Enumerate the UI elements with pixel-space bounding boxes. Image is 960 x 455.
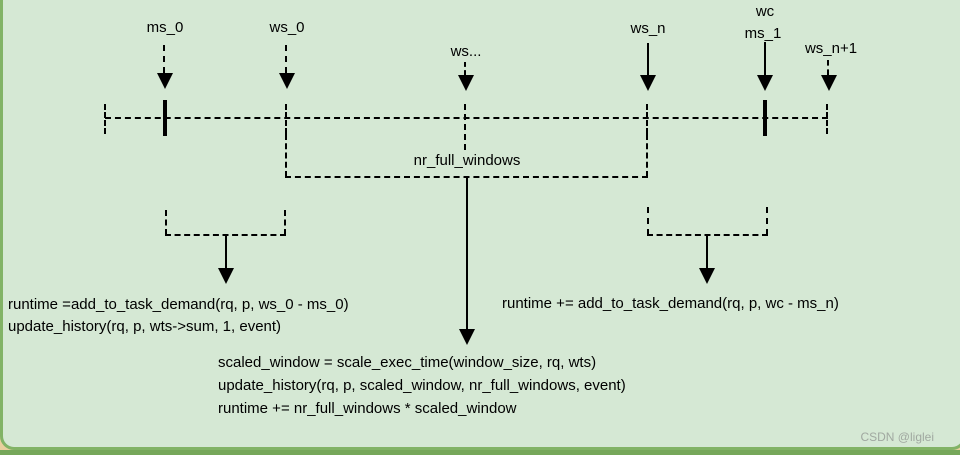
tick-start [104, 104, 106, 134]
label-ws_n_plus_1: ws_n+1 [804, 40, 858, 57]
arrow-line-nr-full-windows [466, 177, 468, 329]
arrowhead-nr-full-windows [459, 329, 475, 345]
arrow-line-ws_n_plus_1 [827, 60, 829, 75]
arrow-line-right-bracket [706, 236, 708, 268]
label-ms_0: ms_0 [146, 19, 184, 36]
arrowhead-ws_0 [279, 73, 295, 89]
arrow-line-ws-ellipsis [464, 62, 466, 75]
tick-ws_n_plus_1 [826, 104, 828, 134]
tick-ws_n [646, 104, 648, 134]
label-ws_n: ws_n [630, 20, 666, 37]
tick-ws-ellipsis [464, 104, 466, 150]
arrow-line-ws_0 [285, 45, 287, 73]
bottom-green-bar [0, 450, 960, 455]
bottom-annotation-line1: scaled_window = scale_exec_time(window_s… [218, 354, 597, 371]
tick-ws_0 [285, 104, 287, 134]
arrowhead-wc-ms_1 [757, 75, 773, 91]
arrowhead-ws-ellipsis [458, 75, 474, 91]
left-bracket-right-edge [284, 210, 286, 235]
tick-ms_0 [163, 100, 167, 136]
right-annotation-line1: runtime += add_to_task_demand(rq, p, wc … [502, 295, 839, 312]
nr-full-windows-label: nr_full_windows [413, 152, 521, 169]
watermark-text: CSDN @liglei [860, 430, 934, 444]
left-annotation-line2: update_history(rq, p, wts->sum, 1, event… [8, 318, 282, 335]
arrowhead-left-bracket [218, 268, 234, 284]
left-bracket-bottom [165, 234, 286, 236]
label-ws-ellipsis: ws... [450, 43, 482, 60]
arrowhead-ws_n_plus_1 [821, 75, 837, 91]
label-ws_0: ws_0 [269, 19, 305, 36]
nr-full-windows-bracket-right [646, 134, 648, 177]
right-bracket-right-edge [766, 207, 768, 235]
arrow-line-wc-ms_1 [764, 42, 766, 75]
left-annotation-line1: runtime =add_to_task_demand(rq, p, ws_0 … [8, 296, 349, 313]
arrow-line-ws_n [647, 43, 649, 75]
right-bracket-left-edge [647, 207, 649, 235]
arrowhead-right-bracket [699, 268, 715, 284]
bottom-annotation-line2: update_history(rq, p, scaled_window, nr_… [218, 377, 626, 394]
left-annotation-block: runtime =add_to_task_demand(rq, p, ws_0 … [8, 294, 349, 338]
arrow-line-ms_0 [163, 45, 165, 73]
label-wc: wc [755, 3, 775, 20]
bottom-annotation-line3: runtime += nr_full_windows * scaled_wind… [218, 400, 517, 417]
right-bracket-bottom [647, 234, 768, 236]
bottom-annotation-block: scaled_window = scale_exec_time(window_s… [218, 351, 626, 420]
timeline-axis [105, 117, 828, 119]
arrow-line-left-bracket [225, 236, 227, 268]
tick-wc-ms_1 [763, 100, 767, 136]
label-ms_1: ms_1 [744, 25, 782, 42]
arrowhead-ms_0 [157, 73, 173, 89]
arrowhead-ws_n [640, 75, 656, 91]
left-bracket-left-edge [165, 210, 167, 235]
nr-full-windows-bracket-left [285, 134, 287, 177]
